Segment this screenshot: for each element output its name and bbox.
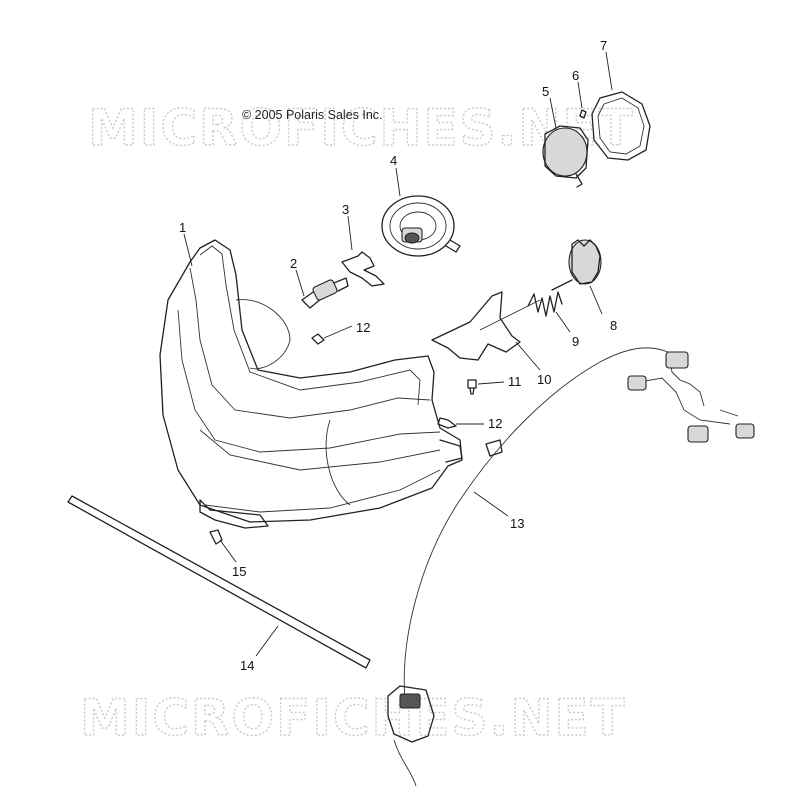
adjuster-spring bbox=[527, 291, 563, 317]
callout-3: 3 bbox=[342, 202, 349, 217]
screw-lower bbox=[437, 417, 457, 429]
callout-8: 8 bbox=[610, 318, 617, 333]
adjuster-knob bbox=[551, 239, 602, 291]
callout-11: 11 bbox=[508, 374, 522, 389]
callout-numbers: 1 2 3 4 5 6 7 8 9 10 11 12 12 13 14 15 bbox=[179, 38, 617, 673]
screw bbox=[579, 109, 587, 119]
callout-5: 5 bbox=[542, 84, 549, 99]
bracket-screw bbox=[467, 379, 477, 395]
callout-13: 13 bbox=[510, 516, 524, 531]
callout-1: 1 bbox=[179, 220, 186, 235]
wire-harness bbox=[387, 347, 755, 787]
headlight-housing bbox=[159, 239, 463, 529]
retaining-clip bbox=[341, 251, 385, 287]
callout-12-lower: 12 bbox=[488, 416, 502, 431]
harness-plug bbox=[387, 685, 435, 787]
callout-9: 9 bbox=[572, 334, 579, 349]
callout-2: 2 bbox=[290, 256, 297, 271]
callout-15: 15 bbox=[232, 564, 246, 579]
callout-4: 4 bbox=[390, 153, 397, 168]
callout-6: 6 bbox=[572, 68, 579, 83]
leader-lines bbox=[183, 51, 613, 657]
bulb bbox=[301, 277, 349, 309]
screw-upper bbox=[311, 333, 325, 345]
cover bbox=[542, 125, 589, 188]
gasket bbox=[591, 91, 651, 161]
dust-cover bbox=[381, 195, 461, 257]
watermark-top: MICROFICHES.NET bbox=[88, 99, 635, 157]
callout-14: 14 bbox=[240, 658, 254, 673]
callout-12-upper: 12 bbox=[356, 320, 370, 335]
speed-nut bbox=[485, 439, 503, 457]
adjuster-bracket bbox=[431, 291, 541, 361]
mount-screw bbox=[209, 529, 223, 545]
foam-strip bbox=[67, 495, 371, 669]
callout-10: 10 bbox=[537, 372, 551, 387]
watermark-bottom: MICROFICHES.NET bbox=[80, 689, 627, 747]
callout-7: 7 bbox=[600, 38, 607, 53]
copyright-text: © 2005 Polaris Sales Inc. bbox=[242, 108, 383, 122]
